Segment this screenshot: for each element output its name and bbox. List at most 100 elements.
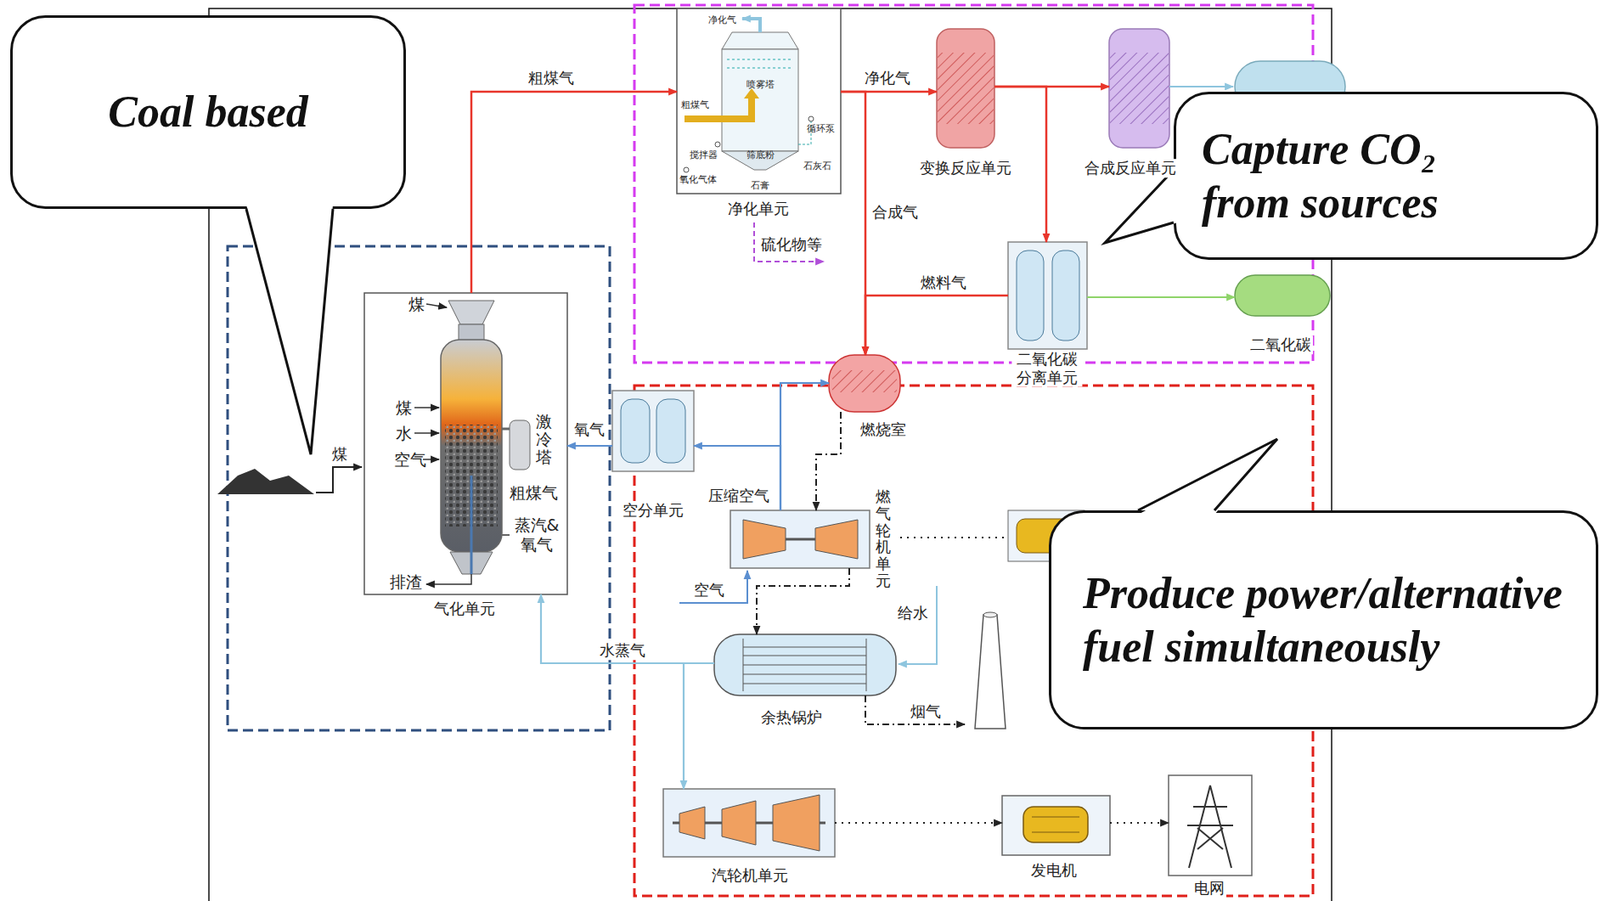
steam-turbine-drawing (663, 775, 1252, 876)
unit-caption: 发电机 (1029, 861, 1079, 880)
unit-caption: 汽轮机单元 (709, 866, 790, 885)
flow-connector (540, 594, 715, 664)
steam-turbine-drawing (1002, 795, 1110, 856)
gasifier-unit: 气化单元煤煤水空气激冷塔粗煤气蒸汽& 氧气排渣 (364, 292, 568, 595)
flow-connector (756, 568, 850, 635)
unit-caption: 余热锅炉 (759, 708, 824, 727)
part-label: 筛底粉 (746, 149, 775, 161)
boiler-drawing (743, 655, 867, 657)
part-label: 石膏 (750, 180, 770, 192)
flow-connector (1087, 296, 1235, 299)
callout-text: Produce power/alternative fuel simultane… (1082, 566, 1593, 675)
separator-drawing (612, 390, 694, 472)
gasifier-drawing (364, 292, 568, 595)
flow-connector (834, 822, 1003, 824)
steam-turbine-drawing (1188, 785, 1232, 868)
part-label: 搅拌器 (689, 149, 718, 161)
scrubber-drawing (683, 167, 689, 173)
stream-label: 空气 (692, 580, 727, 600)
boiler-drawing (743, 674, 867, 676)
vessel-drawing (937, 52, 994, 124)
turbine-drawing (785, 538, 816, 541)
callout-shape (1104, 169, 1178, 243)
flow-connector (683, 663, 715, 789)
callout-shape (11, 16, 406, 209)
unit-caption: 燃烧室 (858, 420, 908, 440)
scrubber-drawing (726, 67, 794, 69)
flow-label: 压缩空气 (706, 486, 772, 506)
gas-turbine: 燃气轮机单元 (730, 510, 870, 569)
flow-connector (567, 445, 613, 447)
separator-drawing (1016, 250, 1044, 341)
part-label: 净化气 (708, 14, 737, 26)
flow-label: 粗煤气 (526, 68, 576, 88)
stream-label: 给水 (895, 603, 930, 623)
flow-connector (693, 445, 781, 511)
part-label: 水 (395, 423, 412, 444)
separator-drawing (620, 399, 650, 463)
part-label: 粗煤气 (681, 99, 710, 111)
flow-label: 燃料气 (918, 273, 969, 293)
part-label: 空气 (394, 450, 427, 470)
unit-caption: 合成反应单元 (1082, 158, 1178, 178)
unit-caption: 净化单元 (726, 199, 791, 219)
scrubber-drawing (676, 8, 841, 194)
gasifier-drawing (458, 324, 485, 342)
separator-drawing (656, 399, 686, 463)
turbine-drawing (743, 519, 786, 559)
gasifier-drawing (414, 432, 440, 434)
vessel-drawing (936, 28, 995, 148)
coal-pile-drawing (315, 467, 362, 493)
scrubber-drawing (676, 8, 841, 194)
turbine-drawing (815, 519, 858, 559)
unit-caption: 空分单元 (620, 501, 686, 520)
flow-connector (780, 383, 829, 511)
steam-turbine-drawing (1187, 806, 1234, 850)
boiler-drawing (743, 683, 867, 685)
scrubber-drawing (721, 32, 799, 50)
part-label: 石灰石 (803, 160, 832, 172)
heat-recovery-boiler: 余热锅炉 (714, 634, 896, 696)
vessel-drawing (1109, 52, 1169, 124)
scrubber-drawing (742, 18, 761, 33)
callout-shape (1173, 91, 1599, 260)
part-label: 粗煤气 (509, 483, 558, 503)
callout-bubble: Coal based (10, 15, 406, 209)
power-grid: 电网 (1168, 775, 1252, 876)
callout-shape (1138, 439, 1278, 511)
coal-pile-drawing (217, 468, 315, 495)
steam-turbine-drawing (1031, 816, 1080, 818)
boiler-drawing (898, 585, 937, 665)
unit-caption: 变换反应单元 (918, 158, 1014, 178)
separator-drawing (1008, 242, 1088, 350)
callout-shape (1104, 169, 1174, 243)
scrubber-drawing (715, 141, 721, 147)
flow-label: 氧气 (572, 420, 607, 440)
unit-caption: 二氧化碳 (1248, 335, 1313, 355)
gasifier-drawing (426, 574, 472, 585)
part-label: 排渣 (389, 572, 423, 592)
gasifier-drawing (364, 292, 568, 595)
generator: 发电机 (1002, 795, 1110, 856)
callout-text: Capture CO₂ from sources (1201, 122, 1495, 231)
callout-bubble: Produce power/alternative fuel simultane… (1048, 510, 1599, 730)
flow-connector (865, 295, 1009, 355)
flow-label: 合成气 (870, 202, 920, 222)
part-label: 煤 (395, 398, 412, 418)
vessel-drawing (828, 354, 901, 412)
stream-label: 煤 (330, 445, 350, 464)
steam-turbine-drawing (1168, 775, 1252, 876)
steam-turbine-drawing (679, 806, 705, 840)
unit-caption: 二氧化碳 分离单元 (1011, 349, 1082, 387)
flow-label: 净化气 (862, 68, 913, 88)
air-separation-unit: 空分单元 (612, 390, 694, 472)
gasifier-drawing (448, 300, 495, 325)
steam-turbine: 汽轮机单元 (663, 788, 835, 857)
gasifier-drawing (414, 406, 440, 409)
flow-label: 水蒸气 (597, 641, 648, 660)
unit-caption: 电网 (1192, 878, 1227, 898)
stream-label: 烟气 (908, 702, 943, 722)
boiler-drawing (865, 695, 965, 725)
flow-connector (816, 411, 841, 511)
callout-shape (246, 208, 333, 455)
